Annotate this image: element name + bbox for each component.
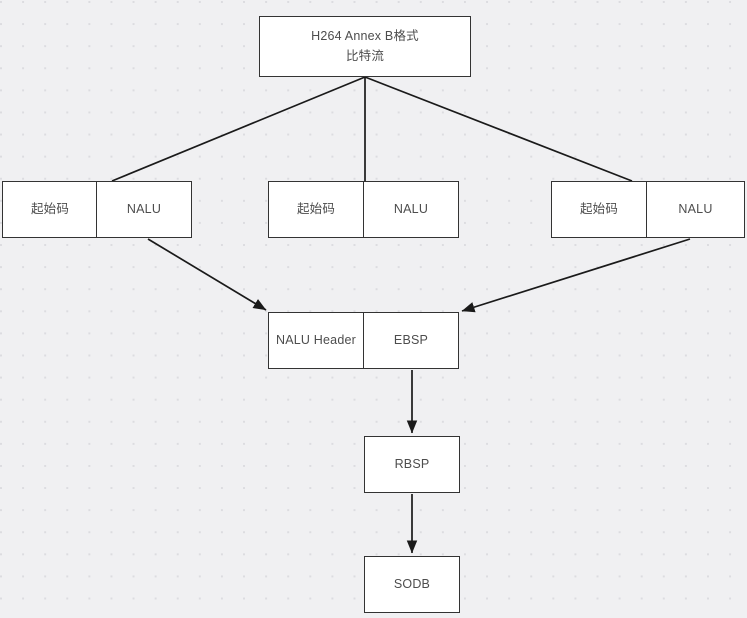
- node-nalu-2[interactable]: NALU: [363, 181, 459, 238]
- connector-root-to-group1: [111, 76, 366, 182]
- node-h264-annex-b-bitstream[interactable]: H264 Annex B格式 比特流: [259, 16, 471, 77]
- node-ebsp[interactable]: EBSP: [363, 312, 459, 369]
- connector-nalu3-to-ebsp: [461, 238, 691, 313]
- connector-root-to-group3: [364, 76, 633, 182]
- node-nalu-header[interactable]: NALU Header: [268, 312, 364, 369]
- root-fan-connectors: [111, 76, 633, 182]
- connector-nalu1-to-naluheader: [147, 238, 267, 311]
- node-start-code-1[interactable]: 起始码: [2, 181, 98, 238]
- node-start-code-2[interactable]: 起始码: [268, 181, 364, 238]
- node-nalu-1[interactable]: NALU: [96, 181, 192, 238]
- node-start-code-3[interactable]: 起始码: [551, 181, 647, 238]
- node-sodb[interactable]: SODB: [364, 556, 460, 613]
- node-rbsp[interactable]: RBSP: [364, 436, 460, 493]
- node-nalu-3[interactable]: NALU: [646, 181, 745, 238]
